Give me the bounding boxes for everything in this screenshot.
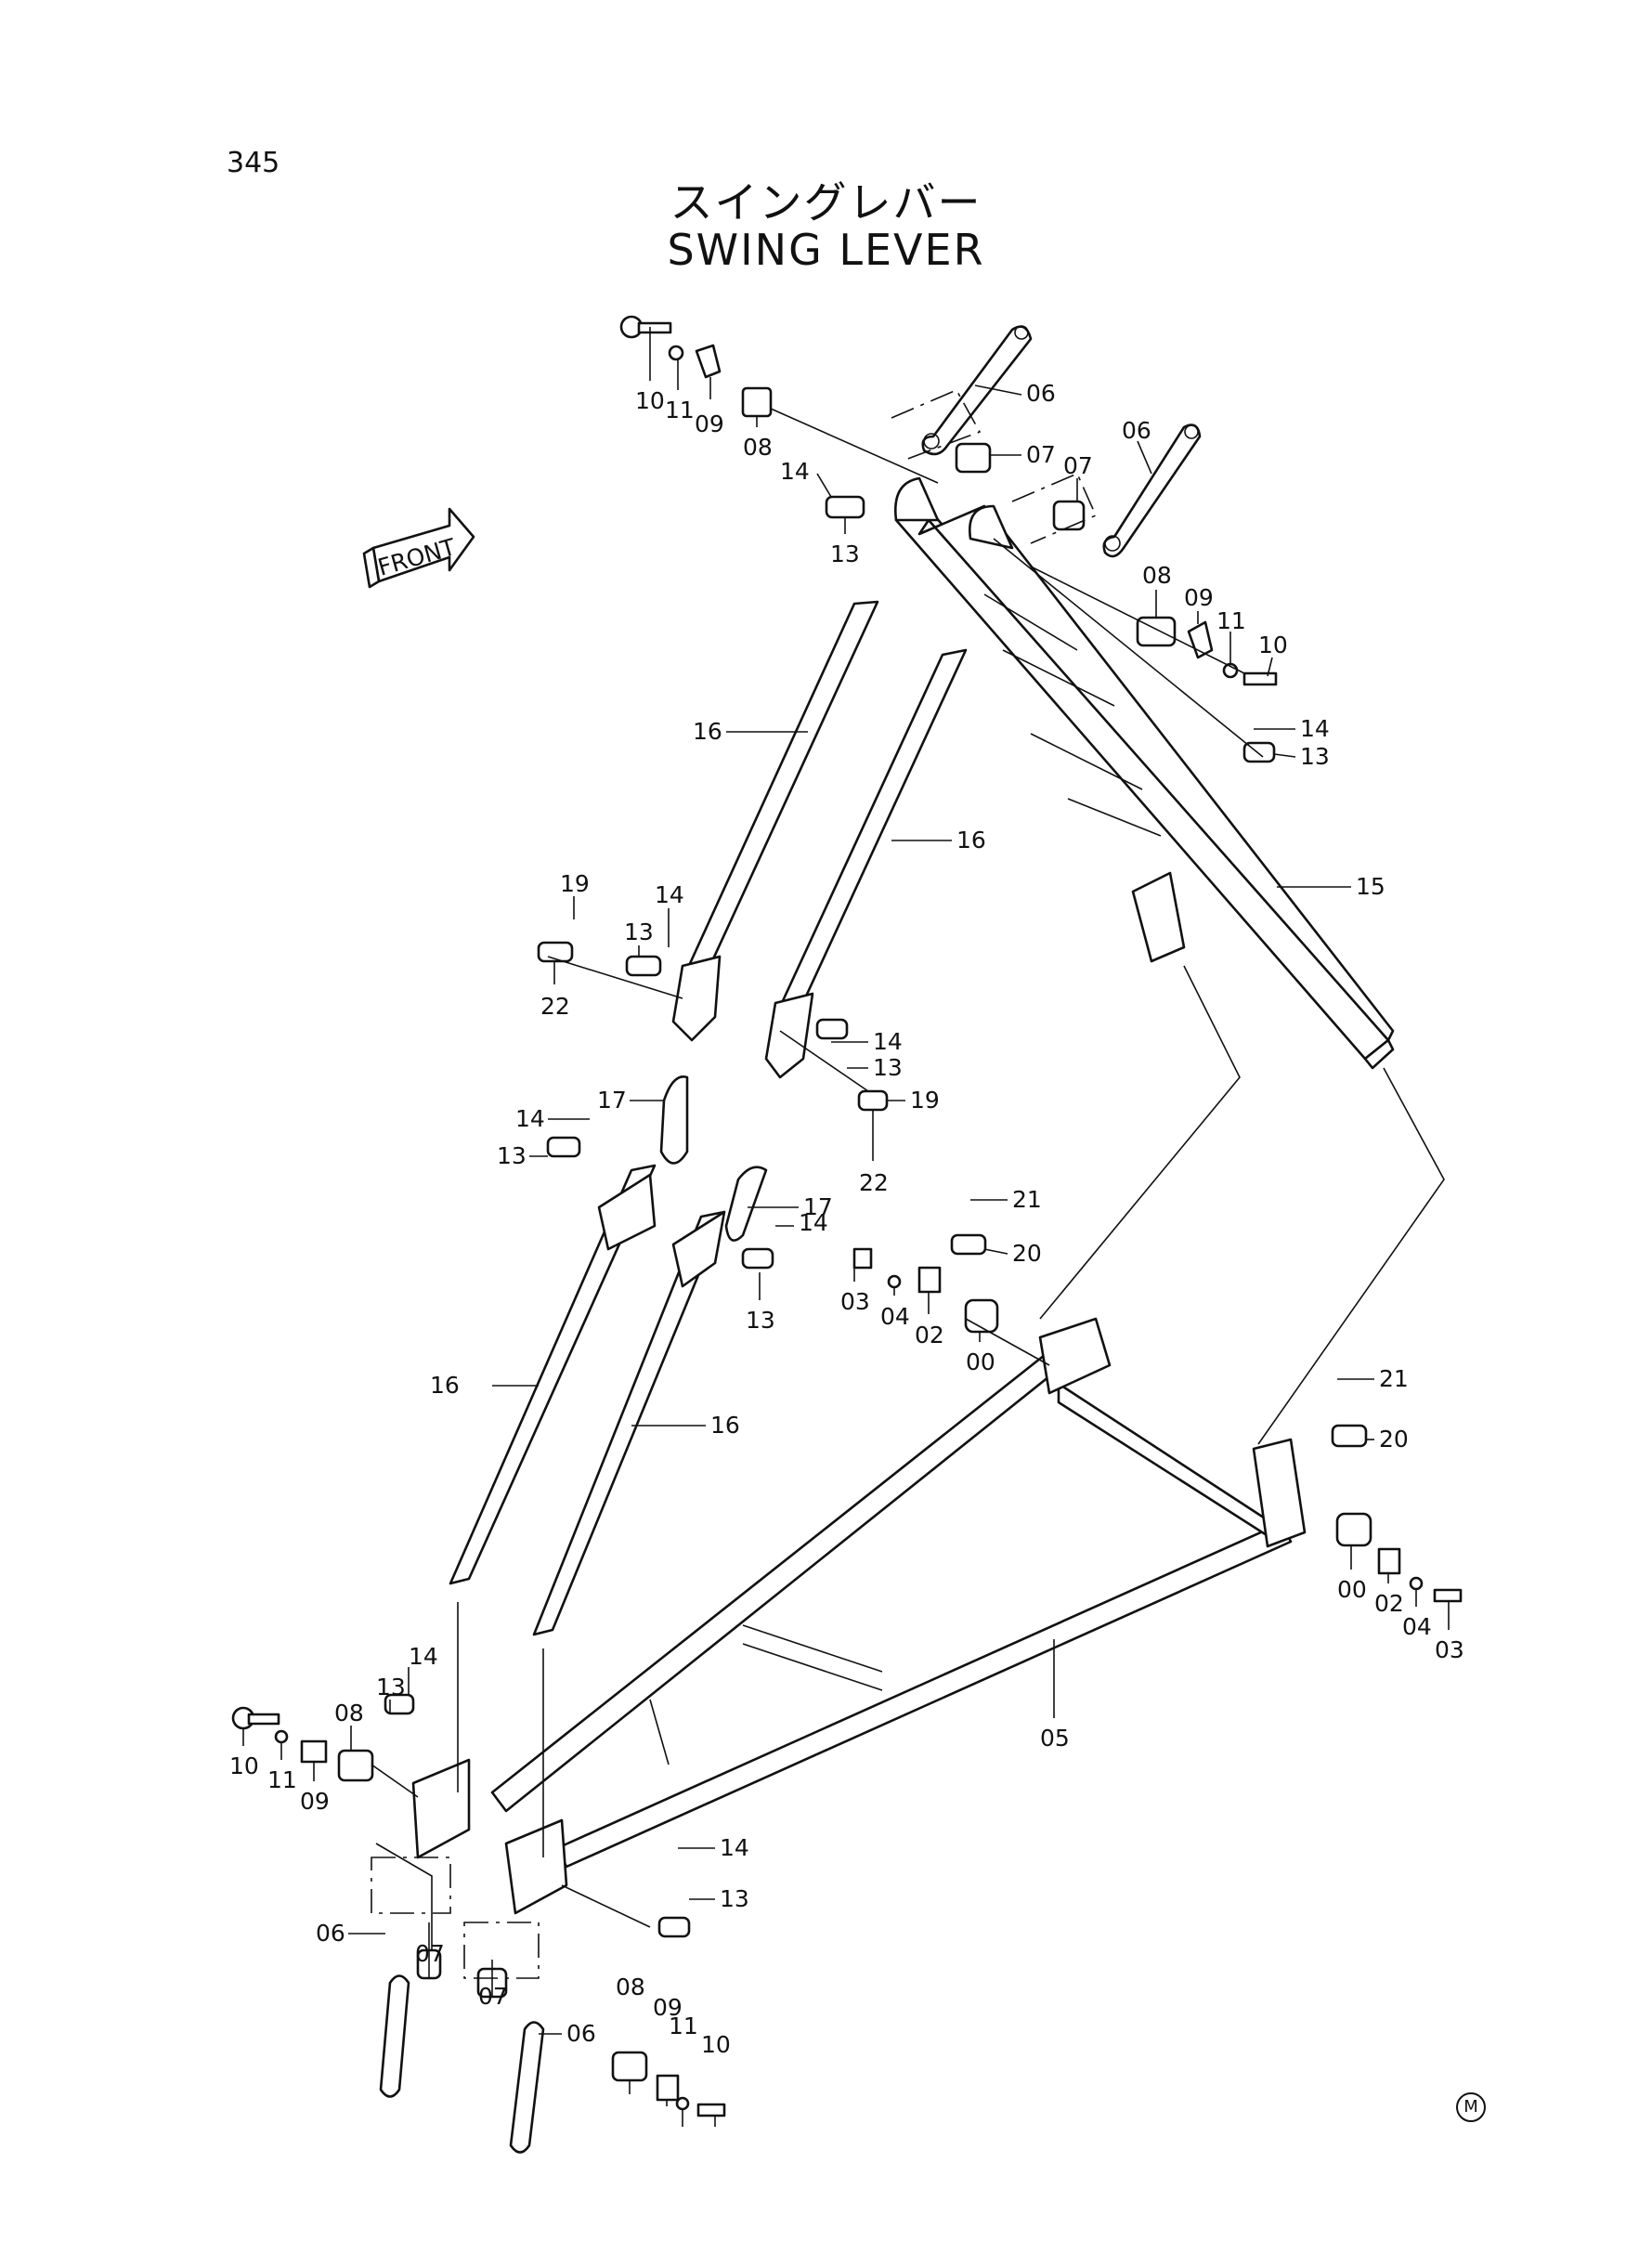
swing-lever-06-lower (379, 1974, 545, 2154)
callout-label: 13 (497, 1142, 527, 1169)
front-arrow-icon: FRONT (362, 507, 475, 589)
callout-label: 09 (300, 1788, 330, 1815)
page-number: 345 (227, 147, 280, 179)
callout-label: 16 (430, 1372, 460, 1399)
callout-label: 14 (873, 1028, 903, 1055)
callout-label: 21 (1012, 1186, 1042, 1213)
callout-label: 09 (1184, 584, 1214, 611)
callout-label: 20 (1012, 1240, 1042, 1267)
callout-label: 03 (840, 1288, 870, 1315)
callout-label: 11 (1216, 607, 1246, 634)
page-title: SWING LEVER (667, 225, 985, 275)
callout-label: 04 (1402, 1613, 1432, 1640)
callout-label: 16 (956, 827, 986, 853)
callout-label: 05 (1040, 1725, 1070, 1752)
callout-label: 13 (1300, 743, 1330, 770)
callout-label: 08 (334, 1700, 364, 1726)
swing-frame-upper (894, 476, 1395, 1070)
callout-label: 00 (1337, 1576, 1367, 1603)
callout-label: 03 (1435, 1636, 1464, 1663)
callout-label: 07 (1026, 441, 1056, 468)
callout-label: 02 (1374, 1590, 1404, 1617)
plates-17 (659, 1075, 768, 1242)
callout-label: 07 (415, 1940, 445, 1967)
callout-label: 06 (316, 1920, 345, 1947)
callout-label: 08 (1142, 562, 1172, 589)
callout-label: 10 (1258, 632, 1288, 658)
callout-label: 13 (624, 919, 654, 945)
assembly-leader-lines (371, 388, 1445, 1979)
callout-label: 16 (693, 718, 722, 745)
connecting-rods-16 (449, 600, 968, 1636)
callout-label: 07 (478, 1983, 508, 2010)
callouts: 10 11 09 08 14 13 06 07 07 06 08 09 11 1… (229, 327, 1464, 2127)
callout-label: 14 (780, 458, 810, 485)
callout-label: 14 (799, 1209, 828, 1236)
callout-label: 17 (803, 1193, 833, 1220)
page-title-japanese: スイングレバー (670, 177, 982, 228)
callout-label: 11 (669, 2013, 698, 2039)
callout-label: 09 (695, 410, 724, 437)
callout-label: 10 (701, 2031, 731, 2058)
callout-label: 15 (1356, 873, 1385, 900)
callout-label: 06 (566, 2020, 596, 2047)
m-mark: M (1456, 2092, 1486, 2122)
callout-label: 11 (267, 1766, 297, 1793)
callout-label: 14 (1300, 715, 1330, 742)
callout-label: 10 (635, 387, 665, 414)
callout-label: 09 (653, 1994, 683, 2021)
callout-label: 14 (515, 1105, 545, 1132)
callout-label: 14 (655, 881, 684, 908)
callout-label: 13 (720, 1885, 749, 1912)
callout-label: 22 (859, 1169, 889, 1196)
callout-label: 10 (229, 1752, 259, 1779)
callout-label: 08 (743, 434, 773, 461)
callout-label: 19 (910, 1087, 940, 1114)
hardware-parts (231, 315, 1463, 2117)
callout-label: 13 (873, 1054, 903, 1081)
callout-label: 00 (966, 1348, 995, 1375)
callout-label: 14 (409, 1643, 438, 1670)
swing-lever-06-upper (921, 325, 1202, 558)
callout-label: 21 (1379, 1365, 1409, 1392)
callout-label: 06 (1026, 380, 1056, 407)
callout-label: 02 (915, 1322, 944, 1348)
callout-label: 13 (830, 541, 860, 567)
callout-label: 08 (616, 1974, 645, 2000)
callout-label: 13 (746, 1307, 775, 1334)
callout-label: 06 (1122, 417, 1151, 444)
callout-label: 07 (1063, 452, 1093, 479)
swing-frame-lower-05 (411, 1317, 1307, 1915)
callout-label: 19 (560, 870, 590, 897)
callout-label: 17 (597, 1087, 627, 1114)
callout-label: 22 (540, 993, 570, 1020)
callout-label: 16 (710, 1412, 740, 1439)
callout-label: 14 (720, 1834, 749, 1861)
callout-label: 11 (665, 397, 695, 423)
callout-label: 20 (1379, 1426, 1409, 1453)
callout-label: 04 (880, 1303, 910, 1330)
callout-label: 13 (376, 1674, 406, 1700)
